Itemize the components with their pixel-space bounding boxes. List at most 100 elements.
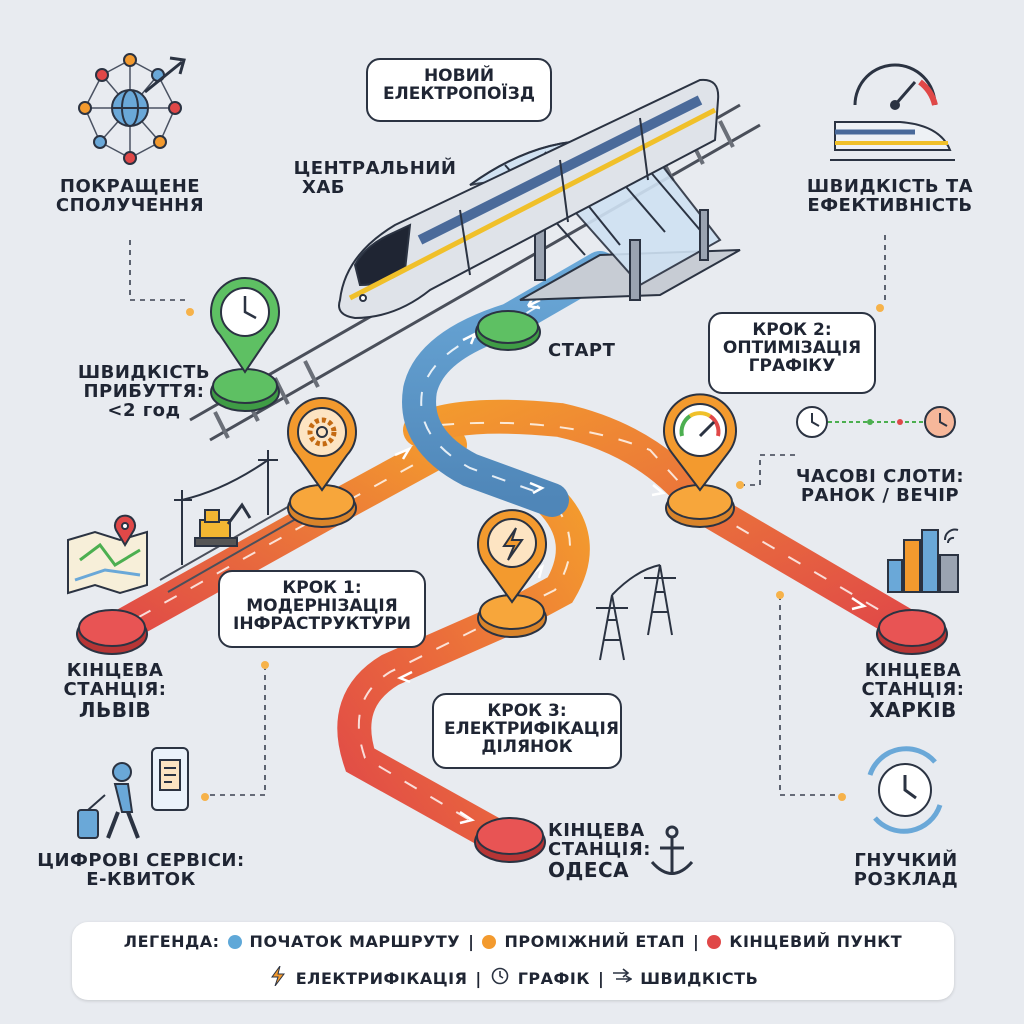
callout-step1-line2: МОДЕРНІЗАЦІЯ (246, 595, 398, 616)
lightning-pin-icon (477, 509, 547, 604)
kharkiv-line3: ХАРКІВ (869, 697, 957, 722)
arrival-line2: ПРИБУТТЯ: (83, 380, 205, 402)
clock-pin-icon (210, 277, 280, 374)
legend-separator: | (693, 932, 700, 951)
callout-step2-line3: ГРАФІКУ (748, 355, 836, 376)
kharkiv-line1: КІНЦЕВА (864, 660, 962, 681)
legend-start-label: ПОЧАТОК МАРШРУТУ (249, 932, 461, 951)
phone-ticket-icon (151, 747, 189, 811)
legend-schedule-label: ГРАФІК (517, 968, 590, 988)
legend-end-dot (707, 934, 722, 949)
kharkiv-line2: СТАНЦІЯ: (861, 678, 965, 700)
callout-step3-line1: КРОК 3: (487, 701, 567, 721)
label-flexible-schedule: ГНУЧКИЙ РОЗКЛАД (846, 850, 966, 890)
flexible-line1: ГНУЧКИЙ (854, 850, 958, 871)
lviv-line2: СТАНЦІЯ: (63, 678, 167, 700)
odesa-line3: ОДЕСА (548, 857, 630, 882)
odesa-line1: КІНЦЕВА (548, 820, 645, 841)
gauge-pin-icon (663, 393, 737, 492)
dashed-connectors (129, 235, 886, 796)
legend-end-label: КІНЦЕВИЙ ПУНКТ (729, 932, 903, 951)
speed-arrows-icon (612, 968, 633, 988)
label-lviv: КІНЦЕВА СТАНЦІЯ: ЛЬВІВ (60, 660, 170, 722)
label-connections: ПОКРАЩЕНЕ СПОЛУЧЕННЯ (50, 176, 210, 216)
direction-arrows (394, 295, 868, 825)
fast-train-icon (830, 121, 955, 161)
refresh-clock-icon (867, 746, 943, 834)
evening-clock-icon (924, 406, 956, 438)
hub-line2: ХАБ (302, 176, 346, 198)
track-start (402, 251, 617, 517)
callout-step2-line1: КРОК 2: (752, 320, 832, 340)
legend-separator: | (468, 932, 475, 951)
hub-line1: ЦЕНТРАЛЬНИЙ (293, 158, 457, 179)
callout-train-line2: ЕЛЕКТРОПОЇЗД (383, 83, 535, 104)
connector-glow-dots (186, 304, 884, 801)
label-central-hub: ЦЕНТРАЛЬНИЙ ХАБ (290, 158, 460, 198)
speed-eff-line1: ШВИДКІСТЬ ТА (806, 176, 974, 197)
label-odesa: КІНЦЕВА СТАНЦІЯ: ОДЕСА (548, 820, 651, 882)
network-globe-icon (78, 53, 186, 165)
callout-step1: КРОК 1: МОДЕРНІЗАЦІЯ ІНФРАСТРУКТУРИ (218, 570, 426, 648)
train-icon (338, 78, 720, 320)
legend: ЛЕГЕНДА: ПОЧАТОК МАРШРУТУ | ПРОМІЖНИЙ ЕТ… (72, 922, 954, 1000)
node-kharkiv (876, 609, 948, 655)
lviv-line1: КІНЦЕВА (66, 660, 164, 681)
arrival-line3: <2 год (107, 399, 181, 421)
callout-step1-line3: ІНФРАСТРУКТУРИ (233, 613, 411, 634)
node-arrival (210, 368, 280, 412)
legend-speed-label: ШВИДКІСТЬ (640, 968, 759, 988)
legend-separator: | (475, 968, 482, 988)
node-lviv (76, 609, 148, 655)
connections-line2: СПОЛУЧЕННЯ (55, 194, 205, 216)
speed-eff-line2: ЕФЕКТИВНІСТЬ (807, 194, 973, 216)
traveler-icon (77, 762, 140, 839)
legend-mid-dot (482, 934, 497, 949)
lviv-power-lines (174, 450, 278, 565)
label-start: СТАРТ (548, 340, 628, 361)
callout-step1-line1: КРОК 1: (282, 578, 362, 598)
anchor-icon (650, 825, 694, 875)
legend-title: ЛЕГЕНДА: (123, 932, 220, 951)
node-step2 (665, 484, 735, 528)
track-odesa (337, 483, 590, 855)
flexible-line2: РОЗКЛАД (853, 868, 959, 890)
callout-step2-line2: ОПТИМІЗАЦІЯ (722, 337, 862, 358)
time-slots-line2: РАНОК / ВЕЧІР (800, 484, 960, 506)
digital-line1: ЦИФРОВІ СЕРВІСИ: (37, 850, 245, 871)
connections-line1: ПОКРАЩЕНЕ (59, 176, 201, 197)
time-slots-line1: ЧАСОВІ СЛОТИ: (795, 466, 965, 487)
callout-step3: КРОК 3: ЕЛЕКТРИФІКАЦІЯ ДІЛЯНОК (432, 693, 622, 769)
callout-train-line1: НОВИЙ (423, 66, 495, 86)
power-tower-icon (596, 564, 676, 661)
node-start (475, 310, 541, 351)
legend-mid-label: ПРОМІЖНИЙ ЕТАП (504, 932, 686, 951)
excavator-icon (194, 502, 252, 547)
morning-clock-icon (796, 406, 828, 438)
digital-line2: Е-КВИТОК (86, 868, 196, 890)
callout-step2: КРОК 2: ОПТИМІЗАЦІЯ ГРАФІКУ (708, 312, 876, 394)
label-time-slots: ЧАСОВІ СЛОТИ: РАНОК / ВЕЧІР (790, 466, 970, 506)
label-speed-efficiency: ШВИДКІСТЬ ТА ЕФЕКТИВНІСТЬ (800, 176, 980, 216)
label-digital-services: ЦИФРОВІ СЕРВІСИ: Е-КВИТОК (36, 850, 246, 890)
node-odesa (474, 817, 546, 863)
legend-start-dot (227, 934, 242, 949)
map-icon (67, 514, 148, 595)
lightning-icon (268, 965, 288, 990)
arrival-line1: ШВИДКІСТЬ (77, 362, 211, 383)
speedometer-icon (853, 63, 938, 110)
callout-step3-line2: ЕЛЕКТРИФІКАЦІЯ (444, 718, 619, 739)
label-kharkiv: КІНЦЕВА СТАНЦІЯ: ХАРКІВ (858, 660, 968, 722)
clock-icon (490, 967, 510, 989)
lviv-line3: ЛЬВІВ (78, 697, 152, 722)
start-text: СТАРТ (548, 340, 616, 361)
label-arrival-speed: ШВИДКІСТЬ ПРИБУТТЯ: <2 год (64, 362, 224, 421)
gear-pin-icon (287, 397, 357, 492)
city-icon (887, 528, 959, 593)
legend-separator: | (597, 968, 605, 988)
callout-step3-line3: ДІЛЯНОК (481, 736, 573, 757)
odesa-line2: СТАНЦІЯ: (548, 838, 651, 860)
callout-new-train: НОВИЙ ЕЛЕКТРОПОЇЗД (366, 58, 552, 122)
node-step3 (477, 594, 547, 638)
